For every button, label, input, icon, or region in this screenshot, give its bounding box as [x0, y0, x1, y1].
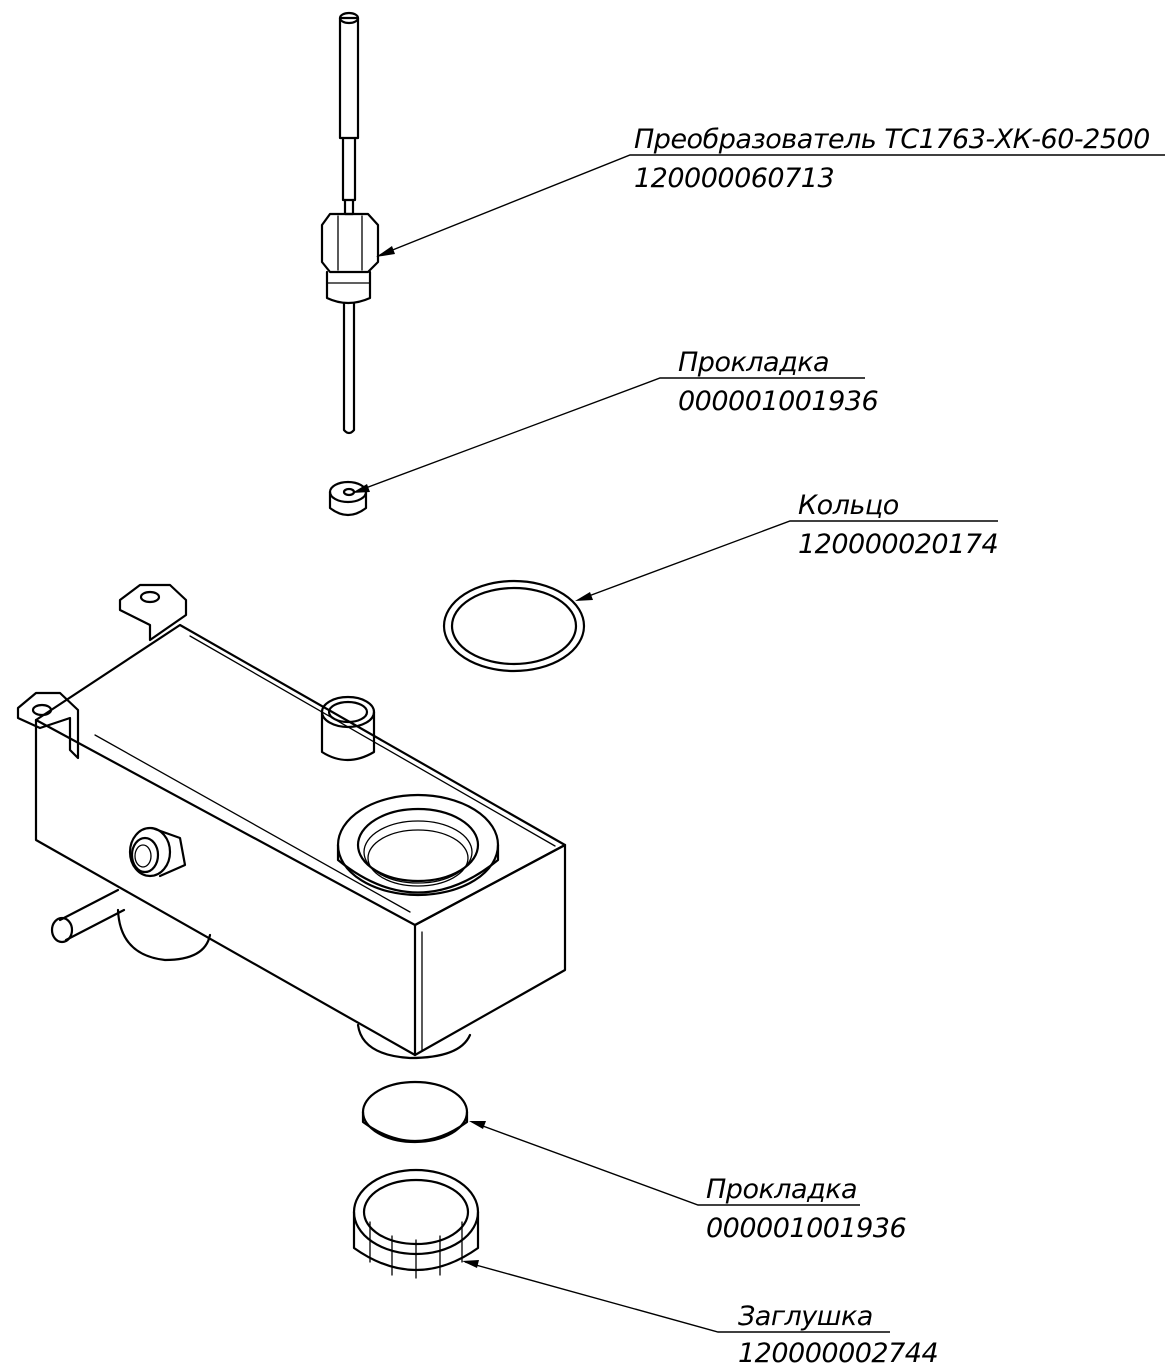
gasket-bottom-part	[361, 1080, 469, 1144]
callout-gasket-bottom: Прокладка 000001001936	[706, 1174, 907, 1244]
callout-gasket-bottom-code: 000001001936	[706, 1213, 906, 1244]
leader-plug	[464, 1261, 890, 1333]
housing-body-part	[16, 583, 567, 1060]
plug-part	[352, 1168, 480, 1279]
temperature-sensor-part	[320, 11, 380, 435]
callout-ring-name: Кольцо	[798, 490, 899, 521]
callout-plug-name: Заглушка	[738, 1301, 873, 1332]
ring-part	[442, 579, 586, 673]
arrow-sensor	[376, 246, 395, 257]
callout-gasket-top-name: Прокладка	[678, 347, 829, 378]
arrow-ring	[575, 592, 593, 601]
callout-sensor: Преобразователь ТС1763-ХК-60-2500 120000…	[634, 124, 1150, 194]
leader-gasket-bottom	[471, 1121, 860, 1206]
callout-ring: Кольцо 120000020174	[798, 490, 999, 560]
callout-gasket-top-code: 000001001936	[678, 386, 878, 417]
leader-lines	[352, 154, 1165, 1333]
callout-sensor-code: 120000060713	[634, 163, 834, 194]
leader-ring	[577, 520, 998, 601]
arrow-gasket-bottom	[469, 1121, 486, 1129]
callout-gasket-bottom-name: Прокладка	[706, 1174, 857, 1205]
callout-gasket-top: Прокладка 000001001936	[678, 347, 879, 417]
leader-gasket-top	[354, 377, 865, 493]
gasket-top-part	[328, 480, 368, 517]
callout-plug-code: 120000002744	[738, 1338, 938, 1367]
callout-plug: Заглушка 120000002744	[738, 1301, 939, 1367]
leader-sensor	[379, 154, 1165, 256]
callout-sensor-name: Преобразователь ТС1763-ХК-60-2500	[634, 124, 1150, 155]
arrow-gasket-top	[352, 484, 370, 493]
callout-ring-code: 120000020174	[798, 529, 998, 560]
arrow-plug	[462, 1260, 479, 1268]
